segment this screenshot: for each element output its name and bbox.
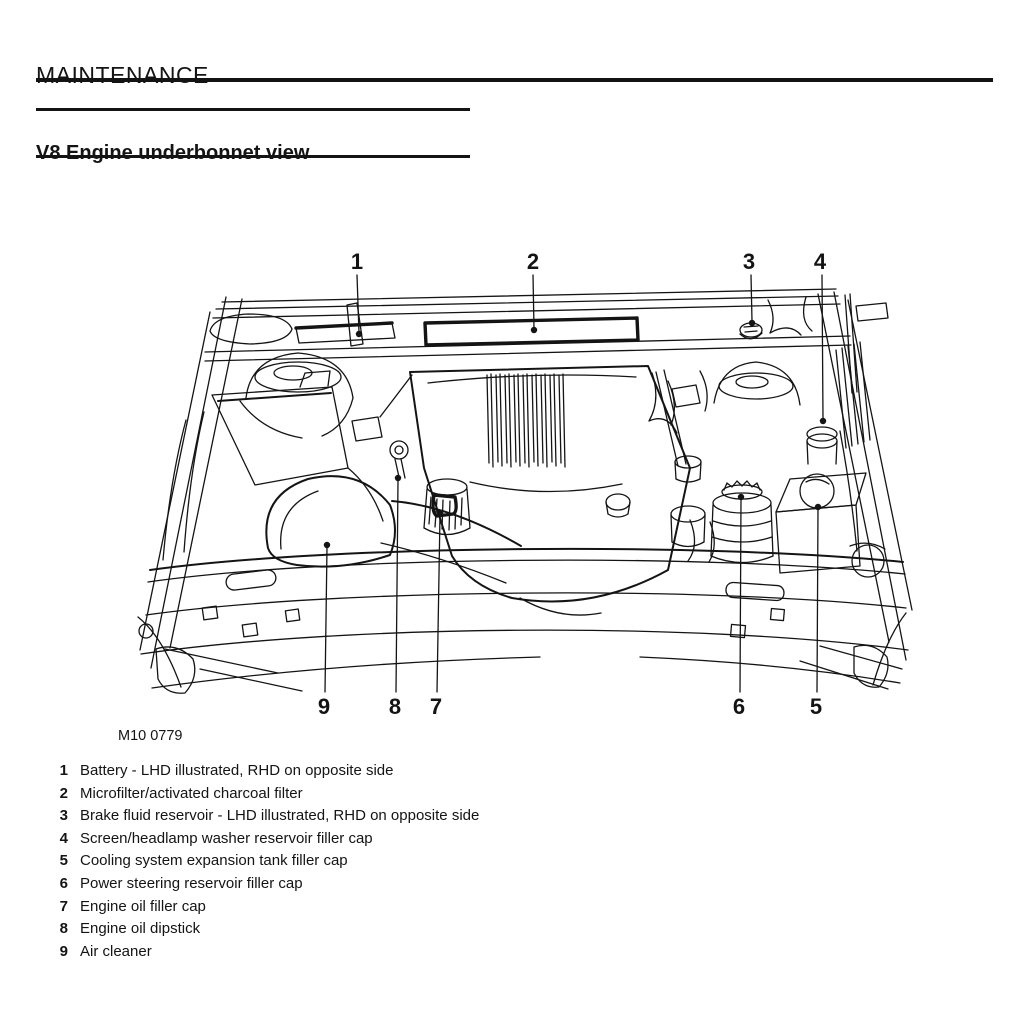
legend-item-number: 1 <box>59 762 68 779</box>
legend-item-number: 7 <box>59 897 68 915</box>
legend-list: 1 Battery - LHD illustrated, RHD on oppos… <box>44 760 504 963</box>
callout-2: 2 <box>527 249 539 334</box>
washer-reservoir-filler-cap <box>806 426 838 465</box>
legend-item-text: Engine oil filler cap <box>80 897 206 915</box>
legend-item-text: Air cleaner <box>80 942 152 960</box>
callout-9: 9 <box>318 541 331 719</box>
legend-item: 6 Power steering reservoir filler cap <box>44 873 504 896</box>
legend-item: 2 Microfilter/activated charcoal filter <box>44 783 504 806</box>
legend-item-number: 4 <box>59 829 68 847</box>
callout-3-label: 3 <box>743 249 755 274</box>
page-title: MAINTENANCE <box>36 62 209 89</box>
legend-item-text: Microfilter/activated charcoal filter <box>80 784 303 802</box>
legend-item-number: 3 <box>59 807 68 825</box>
microfilter-panel <box>423 316 640 347</box>
callout-5: 5 <box>810 503 822 719</box>
legend-item-text: Cooling system expansion tank filler cap <box>80 852 348 870</box>
headlamp-area-left <box>137 616 196 694</box>
callout-2-label: 2 <box>527 249 539 274</box>
legend-item: 3 Brake fluid reservoir - LHD illustrated… <box>44 805 504 828</box>
callout-7-label: 7 <box>430 694 442 719</box>
callout-9-label: 9 <box>318 694 330 719</box>
callout-7: 7 <box>430 509 444 719</box>
legend-item-text: Battery - LHD illustrated, RHD on opposi… <box>80 762 394 779</box>
callout-4-label: 4 <box>814 249 827 274</box>
suspension-tower-left <box>239 352 354 439</box>
engine-oil-dipstick <box>389 440 409 479</box>
legend-item: 5 Cooling system expansion tank filler ca… <box>44 850 504 873</box>
callout-8-label: 8 <box>389 694 401 719</box>
engine-oil-filler-cap <box>423 478 471 536</box>
reservoir-hex-plug <box>670 455 706 548</box>
callout-1: 1 <box>351 249 363 338</box>
engine-underbonnet-figure: 1 2 3 4 5 6 7 8 9 <box>120 240 920 720</box>
legend-item: 4 Screen/headlamp washer reservoir filler… <box>44 828 504 851</box>
section-title: V8 Engine underbonnet view <box>36 141 310 164</box>
legend-item-number: 9 <box>59 942 68 960</box>
callout-1-label: 1 <box>351 249 363 274</box>
legend-item: 8 Engine oil dipstick <box>44 918 504 941</box>
suspension-tower-right <box>713 361 801 406</box>
section-rule-bottom <box>36 155 470 158</box>
legend-item-text: Screen/headlamp washer reservoir filler … <box>80 829 373 847</box>
callout-3: 3 <box>743 249 756 327</box>
legend-item-text: Engine oil dipstick <box>80 920 201 938</box>
air-cleaner <box>211 370 522 584</box>
scuttle-panel <box>204 288 889 362</box>
legend-item-number: 8 <box>59 920 68 938</box>
callout-6-label: 6 <box>733 694 745 719</box>
legend-item-number: 5 <box>59 852 68 870</box>
power-steering-reservoir <box>710 480 774 564</box>
legend-item-text: Brake fluid reservoir - LHD illustrated,… <box>80 807 480 825</box>
callout-8: 8 <box>389 474 402 719</box>
section-rule-top <box>36 108 470 111</box>
legend-item-number: 6 <box>59 874 68 892</box>
engine-bay-drawing: 1 2 3 4 5 6 7 8 9 <box>137 249 913 719</box>
engine-block <box>351 365 715 616</box>
battery-cover <box>294 321 396 344</box>
front-crossmember <box>140 547 909 692</box>
figure-caption: M10 0779 <box>118 728 183 744</box>
bonnet-left-edge <box>139 296 243 669</box>
headlamp-area-right <box>849 542 907 688</box>
callout-5-label: 5 <box>810 694 822 719</box>
legend-item-text: Power steering reservoir filler cap <box>80 874 303 892</box>
legend-item: 9 Air cleaner <box>44 941 504 964</box>
legend-item: 7 Engine oil filler cap <box>44 896 504 919</box>
header-rule <box>36 78 993 82</box>
legend-item: 1 Battery - LHD illustrated, RHD on oppos… <box>44 760 504 783</box>
callout-6: 6 <box>733 493 745 719</box>
legend-item-number: 2 <box>59 784 68 802</box>
callout-4: 4 <box>814 249 827 425</box>
bonnet-right-edge <box>817 291 913 661</box>
